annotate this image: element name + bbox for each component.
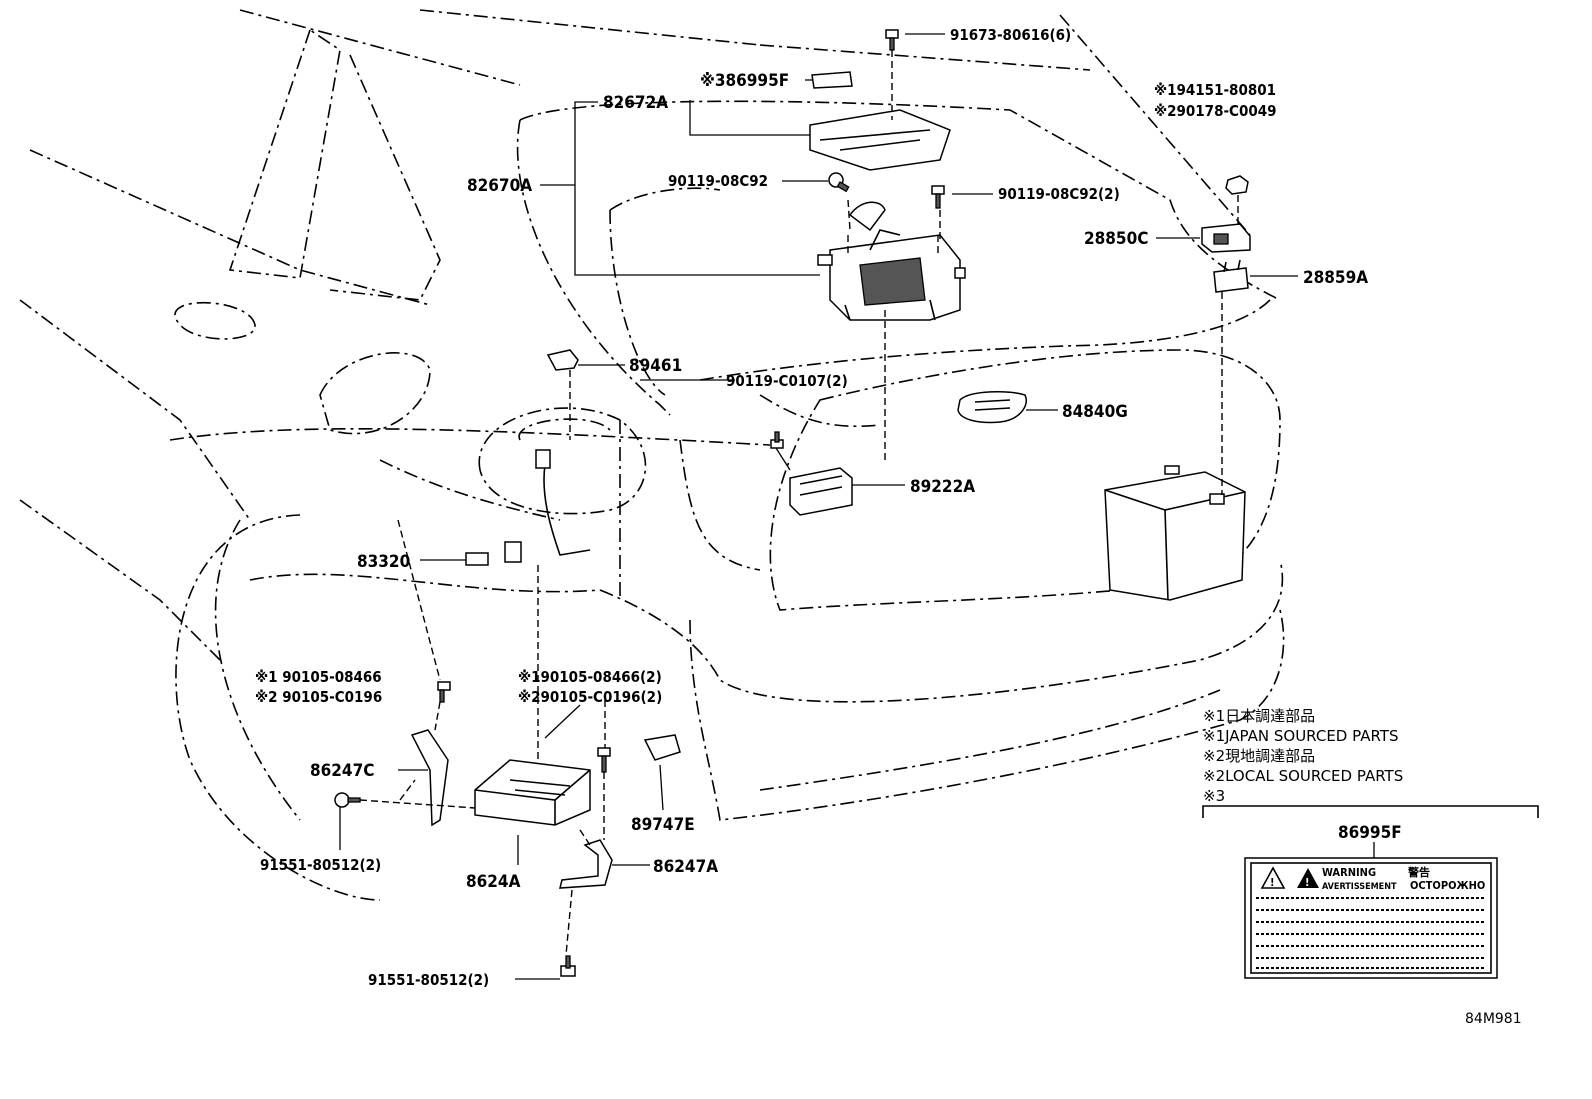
label-84840G: 84840G [1062, 402, 1128, 422]
label-28859A: 28859A [1303, 268, 1368, 288]
label-91551-a: 91551-80512(2) [260, 856, 381, 874]
label-83320: 83320 [357, 552, 410, 572]
warning-mark-2: ! [1305, 876, 1310, 889]
bolt-91673 [885, 29, 899, 51]
russian-text: OCTOPOЖHO [1410, 879, 1485, 892]
nut-194151 [1225, 175, 1249, 195]
label-89461: 89461 [629, 356, 682, 376]
warning-label-callout: 86995F ! ! WARNING AVERTISSEMENT 警告 OCTO… [1244, 823, 1498, 979]
label-190105-08466: ※1 90105-08466 [255, 668, 382, 686]
bolt-90105-a [437, 681, 451, 703]
note-2-en: ※2LOCAL SOURCED PARTS [1203, 767, 1403, 785]
leader-lines [339, 33, 1298, 980]
label-190105-08466-2: ※190105-08466(2) [518, 668, 662, 686]
relay-28850C [1201, 223, 1251, 253]
bolt-91551-b [560, 955, 576, 977]
label-89747E: 89747E [631, 815, 695, 835]
label-86995F-top: ※386995F [700, 71, 789, 91]
switch-84840G [957, 390, 1027, 424]
note-3: ※3 [1203, 787, 1225, 805]
label-86247A: 86247A [653, 857, 718, 877]
label-290178: ※290178-C0049 [1154, 102, 1277, 120]
warning-mark-1: ! [1270, 876, 1275, 889]
bolt-90119-08C92-a [828, 172, 850, 193]
vehicle-body-outline [19, 9, 1285, 901]
harness-83320 [465, 449, 591, 566]
label-8624A: 8624A [466, 872, 521, 892]
label-90119-08C92: 90119-08C92 [668, 172, 768, 190]
callout-part-number: 86995F [1338, 823, 1402, 843]
label-28850C: 28850C [1084, 229, 1148, 249]
label-91673: 91673-80616(6) [950, 26, 1071, 44]
part-labels: 91673-80616(6) ※386995F 82672A 82670A 90… [255, 26, 1368, 989]
note-1-jp: ※1日本調達部品 [1203, 707, 1315, 725]
ecu-8624A [474, 759, 591, 826]
label-91551-b: 91551-80512(2) [368, 971, 489, 989]
label-290105-C0196-2: ※290105-C0196(2) [518, 688, 662, 706]
note-1-en: ※1JAPAN SOURCED PARTS [1203, 727, 1398, 745]
kanji-text: 警告 [1407, 865, 1430, 879]
label-86995F-small [811, 71, 853, 89]
bolt-91551-a [334, 792, 361, 808]
label-82672A: 82672A [603, 93, 668, 113]
label-194151: ※194151-80801 [1154, 81, 1276, 99]
bracket-82670A [817, 201, 966, 321]
warning-text: WARNING [1322, 866, 1376, 879]
ecu-89222A [789, 467, 853, 516]
label-86247C: 86247C [310, 761, 374, 781]
cover-82672A [809, 109, 951, 171]
label-text-rows [1256, 897, 1486, 969]
label-90119-08C92-2: 90119-08C92(2) [998, 185, 1120, 203]
connector-89747E [643, 734, 681, 761]
bolt-90105-b [597, 747, 611, 773]
label-290105-C0196: ※2 90105-C0196 [255, 688, 382, 706]
sensor-89461 [546, 349, 579, 371]
bolt-90119-C0107 [770, 431, 784, 449]
bracket-86247C [410, 729, 449, 827]
note-2-jp: ※2現地調達部品 [1203, 747, 1315, 765]
label-82670A: 82670A [467, 176, 532, 196]
battery [1104, 465, 1246, 601]
bolt-90119-08C92-b [931, 185, 945, 209]
sourcing-notes: ※1日本調達部品 ※1JAPAN SOURCED PARTS ※2現地調達部品 … [1202, 707, 1539, 818]
label-89222A: 89222A [910, 477, 975, 497]
bracket-28859A [1213, 259, 1249, 293]
drawing-code: 84M981 [1465, 1011, 1522, 1027]
label-90119-C0107: 90119-C0107(2) [726, 372, 848, 390]
bracket-86247A [559, 839, 613, 889]
avertissement-text: AVERTISSEMENT [1322, 882, 1397, 892]
